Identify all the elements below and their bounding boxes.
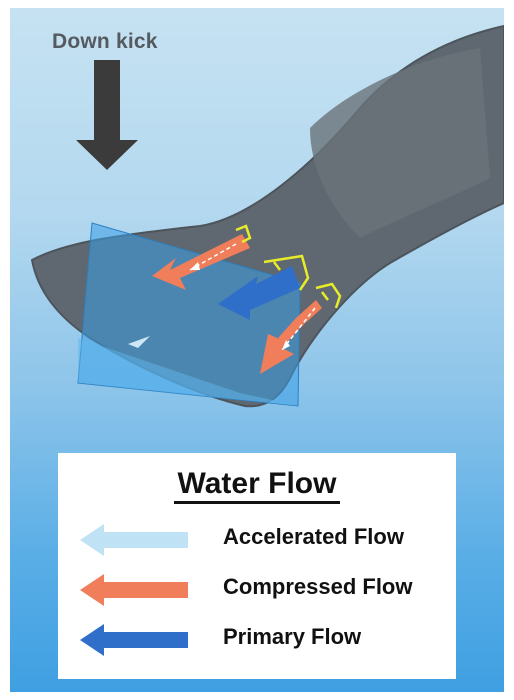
legend-item-accelerated-flow: Accelerated Flow	[80, 516, 450, 564]
down-kick-arrow	[76, 60, 138, 170]
vent-highlights	[235, 224, 342, 309]
diagram-canvas: Down kick Water Flow Accelerated Flow Co…	[10, 8, 504, 692]
foot-pocket	[310, 48, 490, 238]
legend-label-compressed-flow: Compressed Flow	[223, 574, 413, 599]
legend-title: Water Flow	[58, 467, 456, 504]
down-kick-label: Down kick	[52, 30, 158, 53]
blade-hole	[128, 336, 150, 348]
accelerated-flow-arrow-icon	[80, 524, 188, 556]
legend-label-accelerated-flow: Accelerated Flow	[223, 524, 404, 549]
compressed-flow-arrow-icon	[80, 574, 188, 606]
compressed-flow-arrow-left	[152, 234, 250, 290]
legend-panel: Water Flow Accelerated Flow Compressed F…	[58, 453, 456, 679]
legend-title-text: Water Flow	[173, 467, 341, 504]
compressed-flow-arrow-right	[260, 300, 322, 374]
primary-flow-arrow-icon	[80, 624, 188, 656]
legend-item-primary-flow: Primary Flow	[80, 616, 450, 664]
blade-overlay-lower	[78, 338, 300, 406]
primary-flow-arrow	[218, 266, 300, 320]
legend-item-compressed-flow: Compressed Flow	[80, 566, 450, 614]
legend-label-primary-flow: Primary Flow	[223, 624, 362, 649]
fin-illustration	[30, 24, 504, 408]
